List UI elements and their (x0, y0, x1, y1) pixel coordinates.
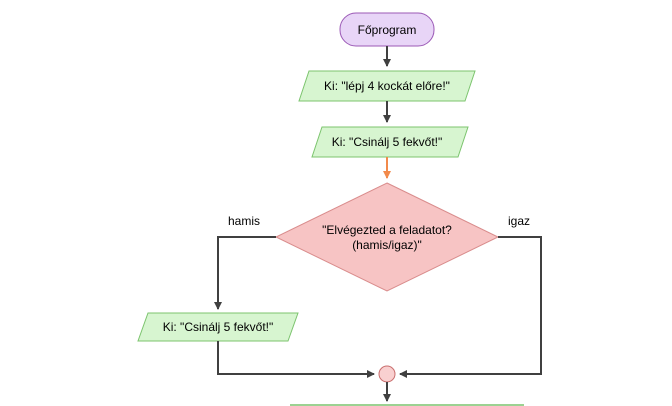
output-node-3: Ki: "Csinálj 5 fekvőt!" (137, 312, 299, 342)
false-branch-label: hamis (228, 214, 260, 228)
output-node-3-label: Ki: "Csinálj 5 fekvőt!" (163, 320, 274, 334)
decision-label-line1: "Elvégezted a feladatot? (322, 223, 452, 237)
output-node-2-label: Ki: "Csinálj 5 fekvőt!" (332, 135, 443, 149)
false-branch-to-merge (217, 341, 375, 378)
false-branch-connector (214, 236, 276, 310)
merge-connector (378, 365, 396, 383)
output-node-1: Ki: "lépj 4 kockát előre!" (298, 70, 476, 102)
decision-label-line2: (hamis/igaz)" (352, 238, 422, 252)
start-node: Főprogram (339, 12, 435, 47)
true-branch-label: igaz (508, 214, 530, 228)
output-node-1-label: Ki: "lépj 4 kockát előre!" (324, 79, 450, 93)
start-node-label: Főprogram (358, 23, 417, 37)
output-node-2: Ki: "Csinálj 5 fekvőt!" (311, 126, 469, 158)
true-branch-connector (399, 236, 542, 378)
decision-node: "Elvégezted a feladatot? (hamis/igaz)" (274, 182, 500, 292)
